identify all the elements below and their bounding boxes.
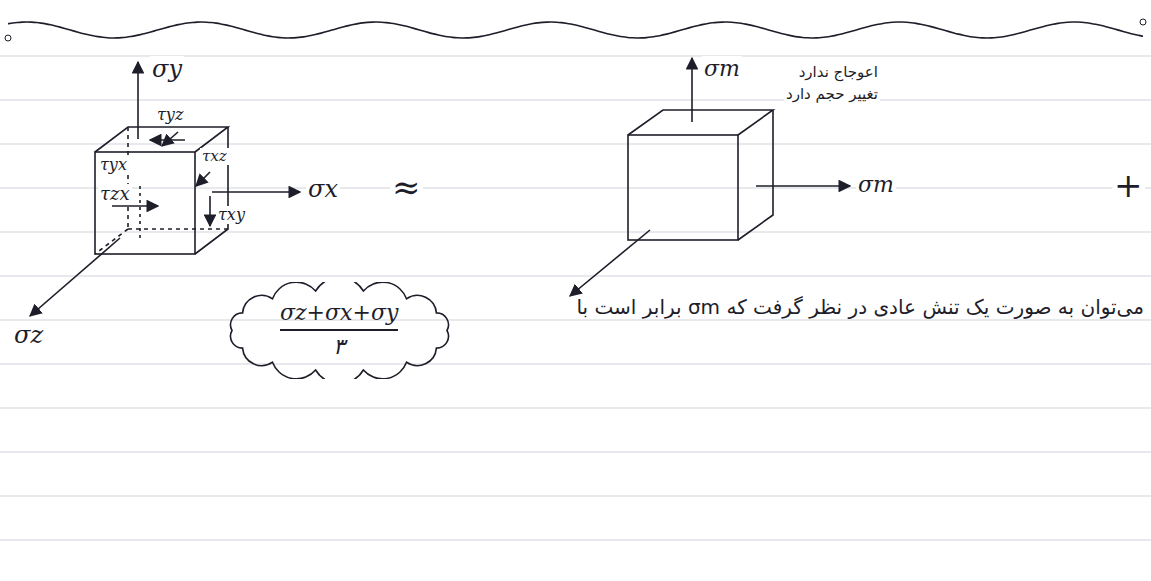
numerator: σz+σx+σy [280,300,398,326]
wave-end [5,35,11,41]
stress-label: τyx [98,156,129,174]
stress-label: σy [150,56,184,84]
note-text: می‌توان به صورت یک تنش عادی در نظر گرفت … [574,296,1146,319]
stress-arrows [30,62,300,316]
wave-end [1140,19,1146,25]
fraction-bar [280,329,398,331]
stress-label: σm [856,172,896,197]
stress-label: σz [12,322,45,350]
general-stress-cube [95,127,228,254]
formula-cloud: σz+σx+σy ۳ [222,282,457,379]
stress-label: τzx [98,184,132,205]
stress-label: + [1112,166,1145,205]
stress-label: τyz [155,106,185,124]
stress-label: σm [702,56,742,81]
ruled-lines [0,56,1151,540]
stress-label: τxy [216,206,247,224]
cloud-path [231,282,449,379]
denominator: ۳ [280,334,398,360]
note-text: تغییر حجم دارد [784,86,880,103]
stress-label: τxz [200,148,229,165]
note-text: اعوجاج ندارد [797,64,880,81]
wavy-line [8,22,1143,38]
stress-label: ≈ [390,168,423,207]
stress-label: σx [306,176,340,204]
hydrostatic-cube [628,110,773,240]
